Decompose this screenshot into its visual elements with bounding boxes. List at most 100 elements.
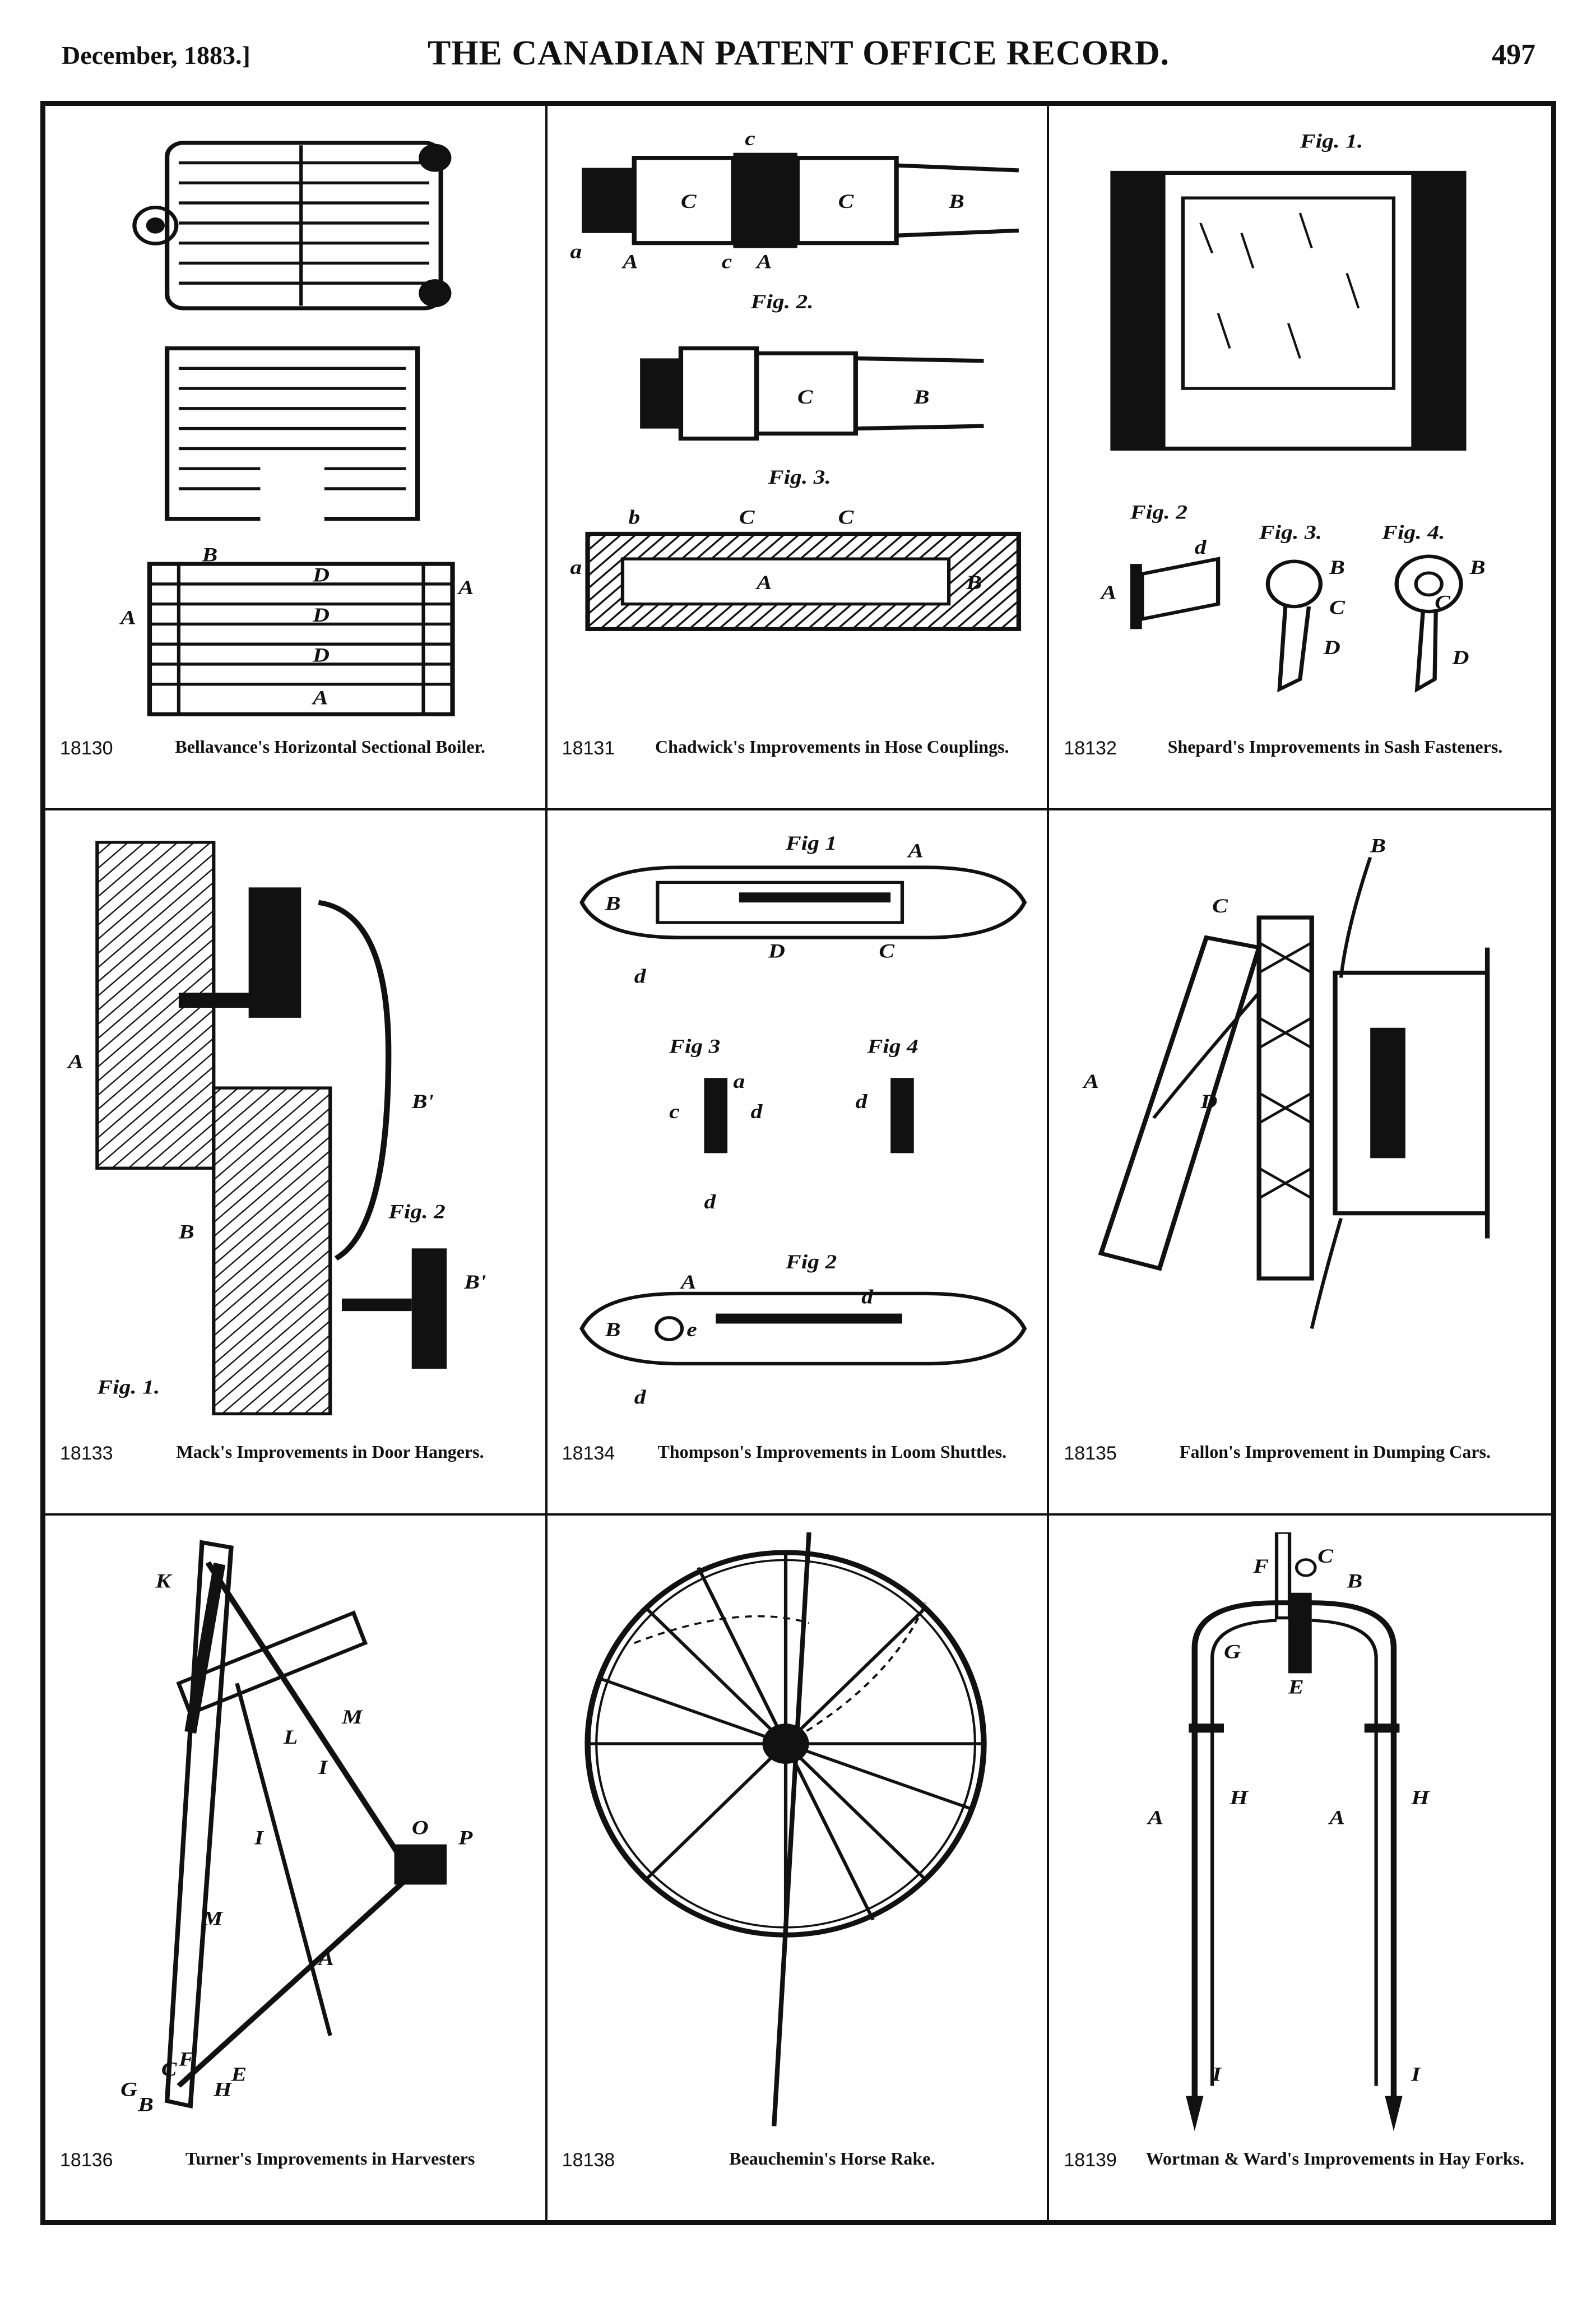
figure-label: D bbox=[767, 940, 785, 963]
dumping-car-illustration: B C A D bbox=[1066, 827, 1534, 1429]
figure-label: C bbox=[1329, 596, 1346, 619]
figure-label: H bbox=[1230, 1786, 1249, 1809]
figure-label: d bbox=[1195, 536, 1207, 559]
plate-18138: 18138 Beauchemin's Horse Rake. bbox=[548, 1515, 1050, 2220]
figure-label: Fig. 4. bbox=[1381, 521, 1445, 544]
figure-label: D bbox=[312, 644, 330, 666]
figure-label: A bbox=[679, 1271, 696, 1294]
door-hanger-illustration: A B B' Fig. 2 Fig. 1. B' bbox=[62, 827, 528, 1429]
figure-label: Fig 2 bbox=[785, 1251, 837, 1273]
figure-label: d bbox=[634, 1387, 646, 1409]
figure-label: C bbox=[879, 940, 895, 963]
patent-plate-frame: B D D D A A A 18130 Bellavance's Horizon… bbox=[40, 101, 1556, 2225]
figure-label: I bbox=[254, 1827, 265, 1849]
figure-label: B bbox=[201, 544, 217, 566]
patent-title: Turner's Improvements in Harvesters bbox=[185, 2148, 475, 2169]
figure-label: I bbox=[318, 1756, 328, 1778]
figure-label: d bbox=[861, 1286, 873, 1309]
figure-label: a bbox=[570, 557, 582, 579]
figure-label: B' bbox=[411, 1091, 434, 1113]
figure-label: Fig 3 bbox=[669, 1035, 720, 1058]
figure-label: I bbox=[1212, 2063, 1222, 2086]
figure-label: G bbox=[1224, 1641, 1241, 1663]
patent-title: Shepard's Improvements in Sash Fasteners… bbox=[1167, 736, 1503, 757]
figure-label: M bbox=[341, 1706, 364, 1728]
figure-label: a bbox=[570, 240, 582, 263]
patent-title: Wortman & Ward's Improvements in Hay For… bbox=[1145, 2148, 1525, 2169]
figure-label: c bbox=[669, 1101, 679, 1123]
plate-caption: 18135 Fallon's Improvement in Dumping Ca… bbox=[1064, 1440, 1537, 1497]
figure-label: D bbox=[312, 564, 330, 586]
figure-label: Fig. 1. bbox=[1300, 130, 1363, 152]
issue-date: December, 1883.] bbox=[62, 41, 250, 70]
figure-label: c bbox=[721, 251, 731, 273]
figure-label: B bbox=[948, 191, 964, 213]
figure-label: A bbox=[1146, 1806, 1163, 1829]
plate-caption: 18136 Turner's Improvements in Harvester… bbox=[60, 2147, 531, 2203]
figure-label: C bbox=[161, 2058, 178, 2081]
figure-label: I bbox=[1411, 2063, 1422, 2086]
boiler-illustration: B D D D A A A bbox=[62, 123, 528, 724]
figure-label: O bbox=[412, 1817, 429, 1839]
patent-title: Fallon's Improvement in Dumping Cars. bbox=[1179, 1441, 1491, 1462]
patent-number: 18136 bbox=[60, 2149, 113, 2171]
figure-label: C bbox=[739, 506, 755, 529]
running-header: December, 1883.] THE CANADIAN PATENT OFF… bbox=[62, 34, 1535, 84]
figure-label: Fig 4 bbox=[866, 1035, 918, 1058]
figure-label: B bbox=[1347, 1570, 1363, 1592]
plate-18136: K M L I I O P A M B C F H E G bbox=[45, 1515, 548, 2220]
figure-label: Fig. 3. bbox=[767, 466, 831, 489]
figure-label: Fig. 2 bbox=[1130, 501, 1187, 523]
figure-label: C bbox=[681, 191, 697, 213]
figure-label: A bbox=[1099, 581, 1117, 604]
figure-label: B bbox=[1370, 835, 1386, 858]
figure-label: Fig. 3. bbox=[1259, 521, 1323, 544]
patent-title: Chadwick's Improvements in Hose Coupling… bbox=[655, 736, 1009, 757]
plate-18130: B D D D A A A 18130 Bellavance's Horizon… bbox=[45, 106, 548, 811]
patent-number: 18134 bbox=[562, 1442, 615, 1464]
figure-label: B bbox=[137, 2093, 154, 2116]
figure-label: c bbox=[745, 128, 755, 150]
figure-label: A bbox=[317, 1947, 334, 1970]
patent-number: 18135 bbox=[1064, 1442, 1117, 1464]
patent-title: Mack's Improvements in Door Hangers. bbox=[176, 1441, 484, 1462]
figure-label: B bbox=[1329, 557, 1345, 579]
figure-label: K bbox=[155, 1570, 173, 1592]
figure-label: A bbox=[67, 1050, 83, 1073]
figure-label: b bbox=[628, 506, 640, 529]
figure-label: F bbox=[1253, 1555, 1269, 1577]
patent-number: 18131 bbox=[562, 738, 615, 759]
figure-label: C bbox=[1435, 591, 1451, 614]
plate-caption: 18133 Mack's Improvements in Door Hanger… bbox=[60, 1440, 531, 1497]
figure-label: C bbox=[797, 386, 813, 409]
plate-18131: c C C B a A c A Fig. 2. C B bbox=[547, 106, 1050, 811]
patent-number: 18130 bbox=[60, 738, 113, 759]
hose-coupling-illustration: c C C B a A c A Fig. 2. C B bbox=[564, 123, 1031, 724]
harvester-illustration: K M L I I O P A M B C F H E G bbox=[62, 1532, 528, 2136]
figure-label: B bbox=[604, 1319, 620, 1341]
plate-18135: B C A D 18135 Fallon's Improvement in Du… bbox=[1049, 810, 1551, 1516]
figure-label: Fig 1 bbox=[785, 832, 837, 855]
figure-label: D bbox=[1323, 637, 1340, 659]
plate-caption: 18130 Bellavance's Horizontal Sectional … bbox=[60, 735, 531, 791]
figure-label: G bbox=[120, 2078, 137, 2101]
figure-label: P bbox=[458, 1827, 473, 1849]
figure-label: D bbox=[312, 604, 330, 627]
figure-label: B bbox=[1469, 557, 1486, 579]
plate-18133: A B B' Fig. 2 Fig. 1. B' 18133 Mack's Im… bbox=[45, 810, 548, 1516]
figure-label: Fig. 2. bbox=[750, 291, 813, 313]
figure-label: C bbox=[1212, 895, 1228, 918]
figure-label: A bbox=[621, 251, 638, 273]
figure-label: B bbox=[966, 571, 982, 594]
figure-label: H bbox=[213, 2078, 233, 2101]
figure-label: E bbox=[1288, 1676, 1304, 1698]
figure-label: A bbox=[1328, 1806, 1345, 1829]
figure-label: A bbox=[907, 840, 924, 863]
patent-number: 18138 bbox=[562, 2149, 615, 2171]
patent-title: Beauchemin's Horse Rake. bbox=[729, 2148, 935, 2169]
figure-label: d bbox=[634, 965, 646, 988]
plate-caption: 18132 Shepard's Improvements in Sash Fas… bbox=[1064, 735, 1537, 791]
figure-label: d bbox=[750, 1101, 762, 1123]
plate-grid: B D D D A A A 18130 Bellavance's Horizon… bbox=[45, 106, 1551, 2220]
figure-label: B bbox=[604, 893, 620, 915]
